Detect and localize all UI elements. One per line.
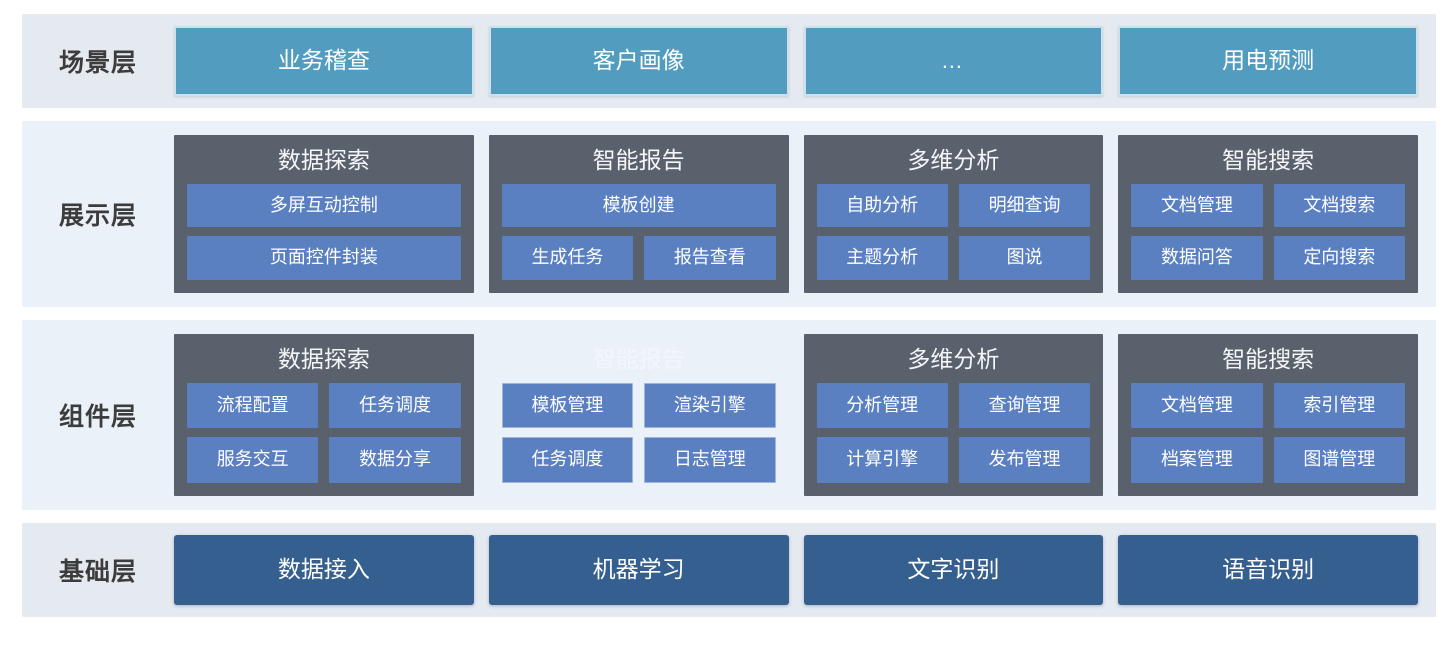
foundation-tile-label: 语音识别 [1222,556,1315,583]
module-panel[interactable]: 智能搜索文档管理索引管理档案管理图谱管理 [1118,334,1418,496]
module-sub-tile[interactable]: 数据问答 [1131,236,1263,280]
layer-row-foundation: 基础层 数据接入 机器学习 文字识别 语音识别 [22,523,1436,617]
module-panel-grid: 文档管理文档搜索数据问答定向搜索 [1131,183,1405,280]
module-panel-grid: 自助分析明细查询主题分析图说 [816,183,1091,280]
module-grid-row: 生成任务报告查看 [501,236,776,280]
module-panel[interactable]: 多维分析自助分析明细查询主题分析图说 [803,135,1104,293]
module-sub-tile[interactable]: 日志管理 [644,437,776,483]
tile-track-presentation: 数据探索多屏互动控制页面控件封装智能报告模板创建生成任务报告查看多维分析自助分析… [174,121,1436,307]
module-panel[interactable]: 数据探索流程配置任务调度服务交互数据分享 [174,334,474,496]
layer-row-presentation: 展示层数据探索多屏互动控制页面控件封装智能报告模板创建生成任务报告查看多维分析自… [22,121,1436,307]
module-sub-tile[interactable]: 图谱管理 [1273,437,1405,483]
tile-track-component: 数据探索流程配置任务调度服务交互数据分享智能报告模板管理渲染引擎任务调度日志管理… [174,320,1436,510]
module-grid-row: 文档管理文档搜索 [1131,183,1405,228]
foundation-tile[interactable]: 数据接入 [174,535,474,605]
module-panel-highlighted[interactable]: 智能报告模板管理渲染引擎任务调度日志管理 [489,334,789,496]
module-grid-row: 文档管理索引管理 [1131,382,1405,429]
module-sub-tile[interactable]: 定向搜索 [1273,236,1405,280]
scene-tile[interactable]: 业务稽查 [174,26,474,96]
module-sub-tile[interactable]: 报告查看 [644,236,776,280]
module-panel[interactable]: 数据探索多屏互动控制页面控件封装 [174,135,474,293]
foundation-tile-label: 数据接入 [277,556,370,583]
module-panel-title: 智能搜索 [1222,346,1315,372]
layer-row-component: 组件层数据探索流程配置任务调度服务交互数据分享智能报告模板管理渲染引擎任务调度日… [22,320,1436,510]
module-grid-row: 模板管理渲染引擎 [501,382,776,429]
module-grid-row: 档案管理图谱管理 [1131,437,1405,483]
module-sub-tile[interactable]: 多屏互动控制 [187,183,461,228]
module-panel-title: 智能搜索 [1222,147,1315,173]
tile-track-foundation: 数据接入 机器学习 文字识别 语音识别 [174,523,1436,617]
module-grid-row: 多屏互动控制 [187,183,461,228]
module-sub-tile[interactable]: 明细查询 [958,183,1091,228]
foundation-tile[interactable]: 语音识别 [1118,535,1418,605]
layer-label-foundation: 基础层 [58,558,137,586]
module-sub-tile[interactable]: 页面控件封装 [187,236,461,280]
layer-label-component: 组件层 [58,403,137,431]
scene-tile[interactable]: 用电预测 [1118,26,1418,96]
module-panel[interactable]: 智能报告模板创建生成任务报告查看 [488,135,789,293]
foundation-tile-label: 文字识别 [907,556,1000,583]
module-sub-tile[interactable]: 文档管理 [1131,183,1263,228]
module-grid-row: 模板创建 [501,183,776,228]
scene-tile-label: 客户画像 [592,47,685,74]
module-grid-row: 任务调度日志管理 [501,437,776,483]
module-panel-grid: 多屏互动控制页面控件封装 [187,183,461,280]
module-sub-tile[interactable]: 计算引擎 [816,437,948,483]
module-panel[interactable]: 多维分析分析管理查询管理计算引擎发布管理 [803,334,1104,496]
module-panel-grid: 流程配置任务调度服务交互数据分享 [187,382,461,483]
module-sub-tile[interactable]: 数据分享 [329,437,461,483]
module-sub-tile[interactable]: 索引管理 [1273,382,1405,429]
tile-track-scene: 业务稽查 客户画像 … 用电预测 [174,14,1436,108]
module-panel-title: 智能报告 [592,346,685,372]
layer-label-scene: 场景层 [58,49,137,77]
foundation-tile[interactable]: 机器学习 [488,535,789,605]
module-sub-tile[interactable]: 档案管理 [1131,437,1263,483]
module-grid-row: 计算引擎发布管理 [816,437,1091,483]
layer-label-presentation: 展示层 [58,202,137,230]
module-sub-tile[interactable]: 模板创建 [501,183,776,228]
module-sub-tile[interactable]: 发布管理 [958,437,1091,483]
module-panel-title: 智能报告 [592,147,685,173]
module-sub-tile[interactable]: 文档搜索 [1273,183,1405,228]
module-sub-tile[interactable]: 服务交互 [187,437,319,483]
module-grid-row: 自助分析明细查询 [816,183,1091,228]
module-panel-title: 多维分析 [907,346,1000,372]
module-sub-tile[interactable]: 任务调度 [329,382,461,429]
module-sub-tile[interactable]: 模板管理 [501,382,634,429]
foundation-tile[interactable]: 文字识别 [803,535,1104,605]
module-panel-grid: 模板管理渲染引擎任务调度日志管理 [501,382,776,483]
scene-tile[interactable]: … [803,26,1104,96]
foundation-tile-label: 机器学习 [592,556,685,583]
module-grid-row: 服务交互数据分享 [187,437,461,483]
module-grid-row: 流程配置任务调度 [187,382,461,429]
scene-tile[interactable]: 客户画像 [488,26,789,96]
module-panel-grid: 模板创建生成任务报告查看 [501,183,776,280]
module-sub-tile[interactable]: 查询管理 [958,382,1091,429]
module-sub-tile[interactable]: 分析管理 [816,382,948,429]
module-sub-tile[interactable]: 主题分析 [816,236,948,280]
module-grid-row: 页面控件封装 [187,236,461,280]
module-sub-tile[interactable]: 流程配置 [187,382,319,429]
scene-tile-label: 业务稽查 [277,47,370,74]
module-panel-title: 数据探索 [277,147,370,173]
more-ellipsis-icon: … [940,48,966,73]
module-sub-tile[interactable]: 生成任务 [501,236,634,280]
layer-row-scene: 场景层 业务稽查 客户画像 … 用电预测 [22,14,1436,108]
module-sub-tile[interactable]: 任务调度 [501,437,634,483]
module-sub-tile[interactable]: 渲染引擎 [644,382,776,429]
module-panel-title: 数据探索 [277,346,370,372]
module-panel-grid: 文档管理索引管理档案管理图谱管理 [1131,382,1405,483]
module-grid-row: 数据问答定向搜索 [1131,236,1405,280]
module-sub-tile[interactable]: 自助分析 [816,183,948,228]
module-sub-tile[interactable]: 文档管理 [1131,382,1263,429]
module-panel-title: 多维分析 [907,147,1000,173]
module-panel-grid: 分析管理查询管理计算引擎发布管理 [816,382,1091,483]
module-sub-tile[interactable]: 图说 [958,236,1091,280]
scene-tile-label: 用电预测 [1222,47,1315,74]
module-panel[interactable]: 智能搜索文档管理文档搜索数据问答定向搜索 [1118,135,1418,293]
module-grid-row: 分析管理查询管理 [816,382,1091,429]
module-grid-row: 主题分析图说 [816,236,1091,280]
